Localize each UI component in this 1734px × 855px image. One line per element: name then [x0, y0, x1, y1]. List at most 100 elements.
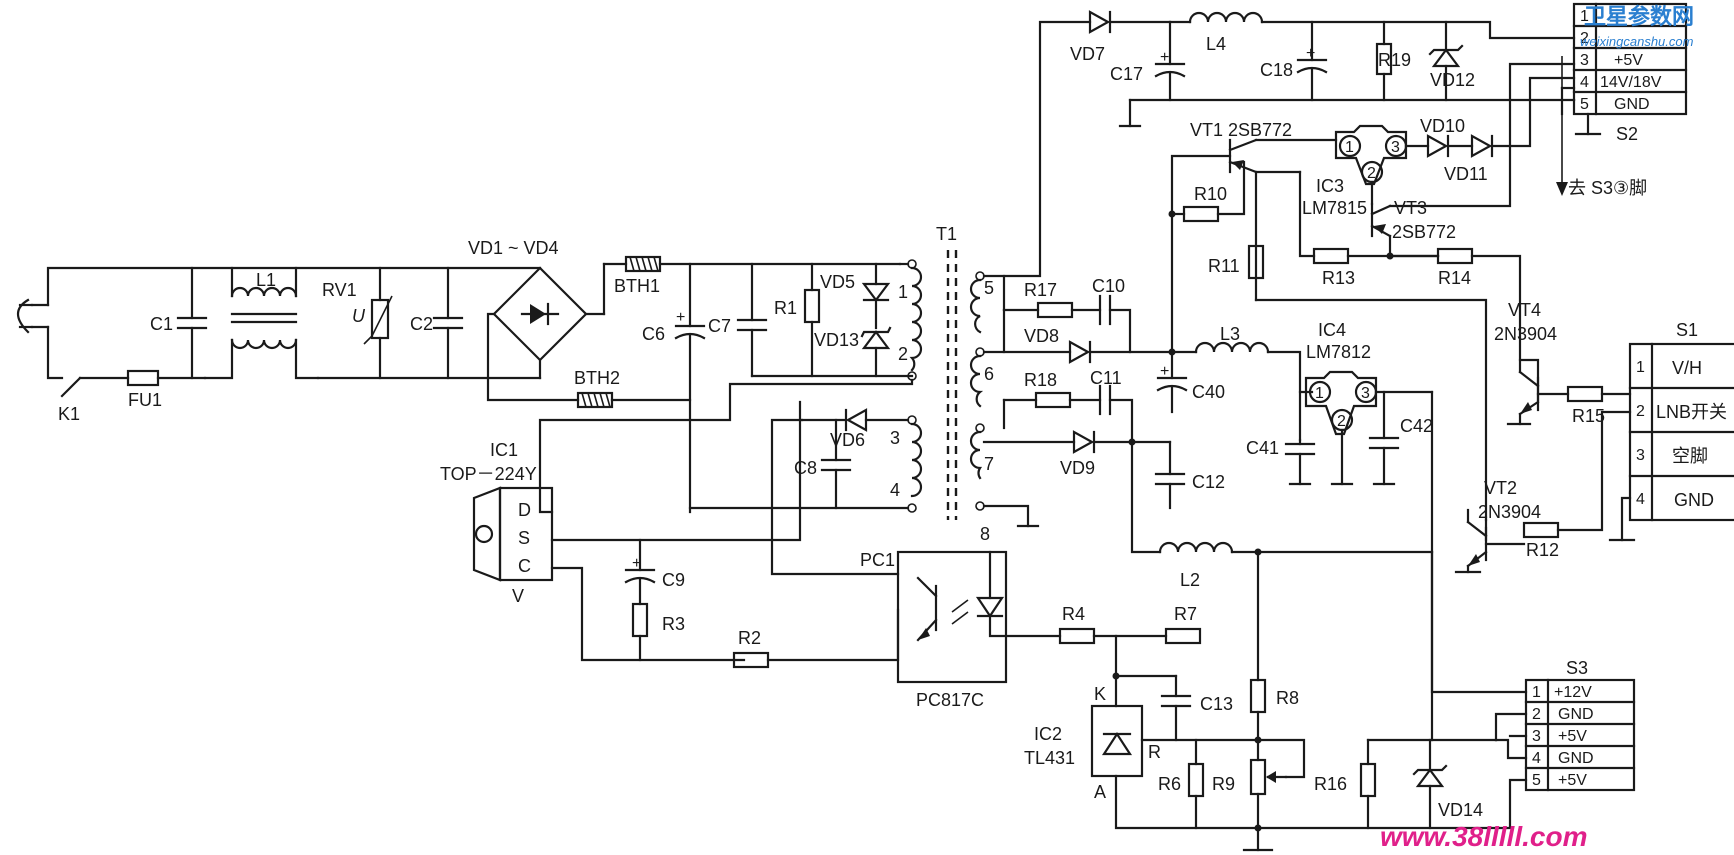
fuse-fu1: FU1 [126, 369, 162, 410]
diode-vd6: VD6 [800, 408, 910, 450]
zener-vd12: VD12 [1428, 20, 1475, 102]
thermistor-bth2: BTH2 [574, 368, 620, 409]
svg-text:VD11: VD11 [1444, 164, 1488, 184]
svg-text:www.38lllll.com: www.38lllll.com [1380, 821, 1587, 852]
svg-text:C13: C13 [1200, 694, 1233, 714]
svg-text:U: U [352, 306, 366, 326]
svg-text:R10: R10 [1194, 184, 1227, 204]
svg-text:IC1: IC1 [490, 440, 518, 460]
svg-text:K: K [1094, 684, 1106, 704]
svg-text:5: 5 [1532, 772, 1541, 789]
svg-text:C18: C18 [1260, 60, 1293, 80]
svg-text:C40: C40 [1192, 382, 1225, 402]
svg-text:+: + [632, 555, 641, 572]
svg-text:VD14: VD14 [1438, 800, 1483, 820]
resistor-r18: R18 [1002, 370, 1072, 409]
connector-s1: 1 V/H 2 LNB开关 3 空脚 4 GND S1 [1628, 320, 1734, 522]
resistor-r15: R15 [1566, 385, 1605, 426]
capacitor-c42: C42 [1368, 390, 1433, 486]
diode-vd7: VD7 [1070, 10, 1112, 64]
svg-text:+: + [676, 309, 685, 326]
svg-text:3: 3 [1532, 728, 1541, 745]
svg-text:R14: R14 [1438, 268, 1471, 288]
svg-text:BTH1: BTH1 [614, 276, 660, 296]
svg-text:R3: R3 [662, 614, 685, 634]
diode-vd10: VD10 [1420, 116, 1465, 158]
svg-text:4: 4 [1580, 74, 1589, 91]
svg-text:S2: S2 [1616, 124, 1638, 144]
svg-text:2N3904: 2N3904 [1494, 324, 1557, 344]
svg-text:空脚: 空脚 [1672, 446, 1708, 466]
resistor-r12: R12 [1522, 521, 1560, 560]
svg-text:L1: L1 [256, 270, 276, 290]
capacitor-c41: C41 [1246, 438, 1316, 486]
resistor-r17: R17 [1002, 280, 1074, 319]
regulator-ic4-lm7812: 1 3 2 IC4 LM7812 [1304, 320, 1378, 436]
svg-text:VT4: VT4 [1508, 300, 1541, 320]
svg-text:R18: R18 [1024, 370, 1057, 390]
svg-text:PC1: PC1 [860, 550, 895, 570]
inductor-l2: L2 [1158, 541, 1234, 590]
svg-text:1: 1 [1345, 139, 1354, 156]
capacitor-c40: + C40 [1156, 350, 1225, 414]
diode-vd9: VD9 [1060, 430, 1096, 478]
capacitor-c11: C11 [1090, 368, 1122, 416]
svg-text:GND: GND [1558, 706, 1594, 723]
capacitor-c9: + C9 [624, 538, 685, 606]
svg-text:+5V: +5V [1558, 728, 1587, 745]
svg-text:T1: T1 [936, 224, 957, 244]
watermark-bottom: www.38lllll.com [1380, 821, 1587, 852]
svg-text:卫星参数网: 卫星参数网 [1584, 4, 1694, 29]
svg-text:3: 3 [890, 428, 900, 448]
resistor-r11: R11 [1208, 244, 1265, 280]
svg-text:R9: R9 [1212, 774, 1235, 794]
svg-text:VD5: VD5 [820, 272, 855, 292]
svg-text:6: 6 [984, 364, 994, 384]
svg-text:IC3: IC3 [1316, 176, 1344, 196]
svg-text:LM7815: LM7815 [1302, 198, 1367, 218]
svg-text:8: 8 [980, 524, 990, 544]
svg-text:R11: R11 [1208, 256, 1240, 276]
svg-text:VD9: VD9 [1060, 458, 1095, 478]
switch-k1: K1 [58, 376, 82, 424]
svg-text:VD1 ~ VD4: VD1 ~ VD4 [468, 238, 559, 258]
resistor-r14: R14 [1436, 247, 1474, 288]
svg-text:S3: S3 [1566, 658, 1588, 678]
svg-text:+: + [1160, 49, 1169, 66]
svg-text:1: 1 [898, 282, 908, 302]
capacitor-c17: + C17 [1110, 20, 1186, 102]
svg-text:R4: R4 [1062, 604, 1085, 624]
svg-text:K1: K1 [58, 404, 80, 424]
svg-text:VD8: VD8 [1024, 326, 1059, 346]
svg-text:2: 2 [898, 344, 908, 364]
svg-text:VD12: VD12 [1430, 70, 1475, 90]
svg-text:LNB开关: LNB开关 [1656, 402, 1727, 422]
zener-vd13: VD13 [814, 298, 892, 378]
svg-text:VT2: VT2 [1484, 478, 1517, 498]
svg-text:R1: R1 [774, 298, 797, 318]
svg-text:V/H: V/H [1672, 358, 1702, 378]
capacitor-c6: + C6 [642, 262, 706, 514]
resistor-r10: R10 [1170, 160, 1246, 223]
svg-text:C6: C6 [642, 324, 665, 344]
svg-text:5: 5 [984, 278, 994, 298]
transformer-t1-secondary: 5 6 7 8 [969, 271, 994, 544]
resistor-r6: R6 [1158, 738, 1205, 830]
transformer-t1-core: T1 [936, 224, 958, 520]
transistor-vt2: VT2 2N3904 [1466, 478, 1541, 568]
svg-text:1: 1 [1636, 359, 1645, 376]
svg-text:C7: C7 [708, 316, 731, 336]
ic2-tl431: K R A IC2 TL431 [1024, 684, 1161, 802]
regulator-ic3-lm7815: 1 3 2 IC3 LM7815 [1302, 124, 1408, 218]
svg-text:R19: R19 [1378, 50, 1411, 70]
svg-text:V: V [512, 586, 524, 606]
svg-text:2: 2 [1636, 403, 1645, 420]
svg-text:C42: C42 [1400, 416, 1433, 436]
potentiometer-r9: R9 [1212, 738, 1306, 830]
svg-text:2: 2 [1337, 413, 1346, 430]
svg-text:PC817C: PC817C [916, 690, 984, 710]
svg-text:R13: R13 [1322, 268, 1355, 288]
svg-text:R15: R15 [1572, 406, 1605, 426]
resistor-r8: R8 [1249, 550, 1299, 742]
